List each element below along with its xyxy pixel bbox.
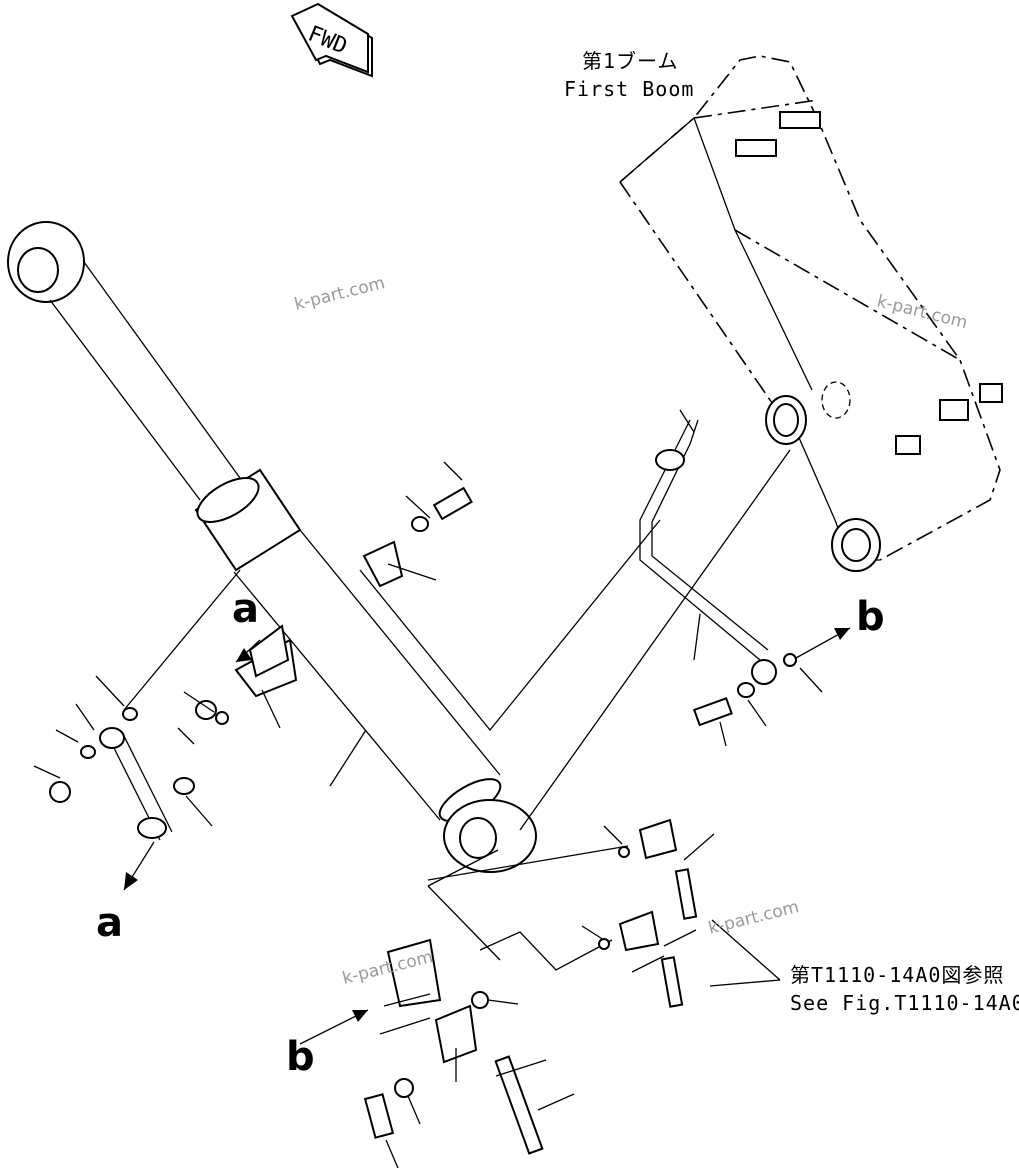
bolt-right	[692, 682, 755, 727]
valve-block	[363, 938, 544, 1155]
boom-label-en: First Boom	[564, 77, 694, 101]
watermark-4: k-part.com	[706, 897, 801, 939]
fwd-arrow-icon: FWD	[290, 2, 373, 78]
arrow-b-lower	[299, 1009, 369, 1045]
pipe-right	[639, 419, 797, 685]
clamp-part	[362, 540, 404, 588]
marker-a-upper: a	[232, 586, 259, 632]
reference-arrows	[709, 919, 781, 987]
reference-label-jp: 第T1110-14A0図参照	[790, 963, 1004, 987]
bolt-upper	[411, 486, 473, 532]
boom-label-jp: 第1ブーム	[582, 49, 678, 73]
bolt-left	[49, 700, 229, 803]
marker-b-lower: b	[286, 1034, 315, 1080]
fittings-lower	[598, 818, 698, 1008]
arrow-b-right	[795, 627, 851, 659]
reference-label-en: See Fig.T1110-14A0	[790, 991, 1019, 1015]
boom-cylinder	[7, 221, 537, 873]
arrow-a-upper	[235, 639, 261, 663]
marker-a-lower: a	[96, 900, 123, 946]
pipe-left	[99, 727, 195, 841]
watermark-1: k-part.com	[292, 273, 387, 315]
bracket-part	[234, 624, 298, 698]
arrow-a-lower	[123, 841, 155, 891]
leader-lines	[123, 449, 791, 971]
watermark-2: k-part.com	[875, 291, 970, 333]
callout-lines	[33, 409, 823, 1169]
first-boom	[619, 55, 1003, 572]
marker-b-right: b	[856, 594, 885, 640]
